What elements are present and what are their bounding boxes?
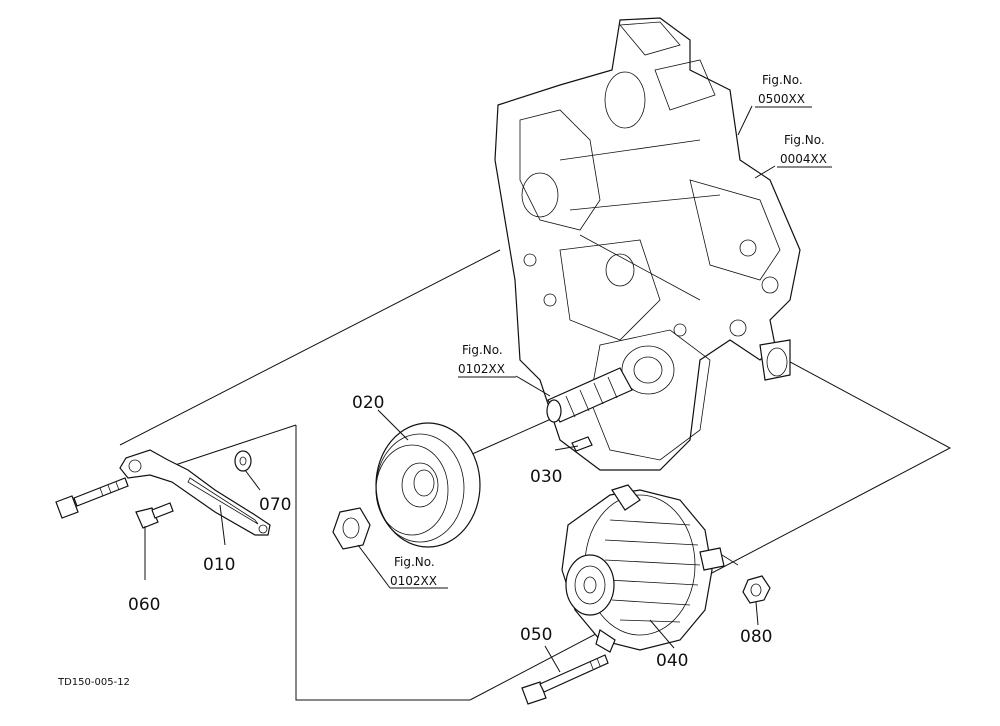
callout-010: 010 [203,555,235,575]
nut-080 [742,575,771,604]
fan-drive-pulley-020 [375,422,481,548]
pulley-nut [332,507,371,550]
callout-020: 020 [352,393,384,413]
callout-030: 030 [530,467,562,487]
figref-0004-label: Fig.No. [784,133,825,147]
figure-references: Fig.No. 0500XX Fig.No. 0004XX Fig.No. 01… [390,73,827,588]
callout-070: 070 [259,495,291,515]
bracket-long-bolt [55,477,129,519]
callout-040: 040 [656,651,688,671]
washer-070 [234,450,252,472]
figref-0102b-number: 0102XX [390,574,437,588]
callout-060: 060 [128,595,160,615]
callout-050: 050 [520,625,552,645]
figref-0102b-label: Fig.No. [394,555,435,569]
figref-0500-label: Fig.No. [762,73,803,87]
leader-lines [144,105,832,673]
engine-gear-case [494,17,801,471]
drawing-code: TD150-005-12 [57,677,130,688]
callout-080: 080 [740,627,772,647]
alternator-bracket-010 [119,449,271,536]
key-030 [571,436,593,452]
figref-0500-number: 0500XX [758,92,805,106]
figref-0004-number: 0004XX [780,152,827,166]
bolt-050 [521,654,609,705]
part-callouts: 010 020 030 040 050 060 070 080 [128,393,772,671]
bolt-060 [135,502,174,529]
figref-0102a-label: Fig.No. [462,343,503,357]
crankshaft-spline [546,367,633,423]
figref-0102a-number: 0102XX [458,362,505,376]
alternator-040 [561,484,739,653]
